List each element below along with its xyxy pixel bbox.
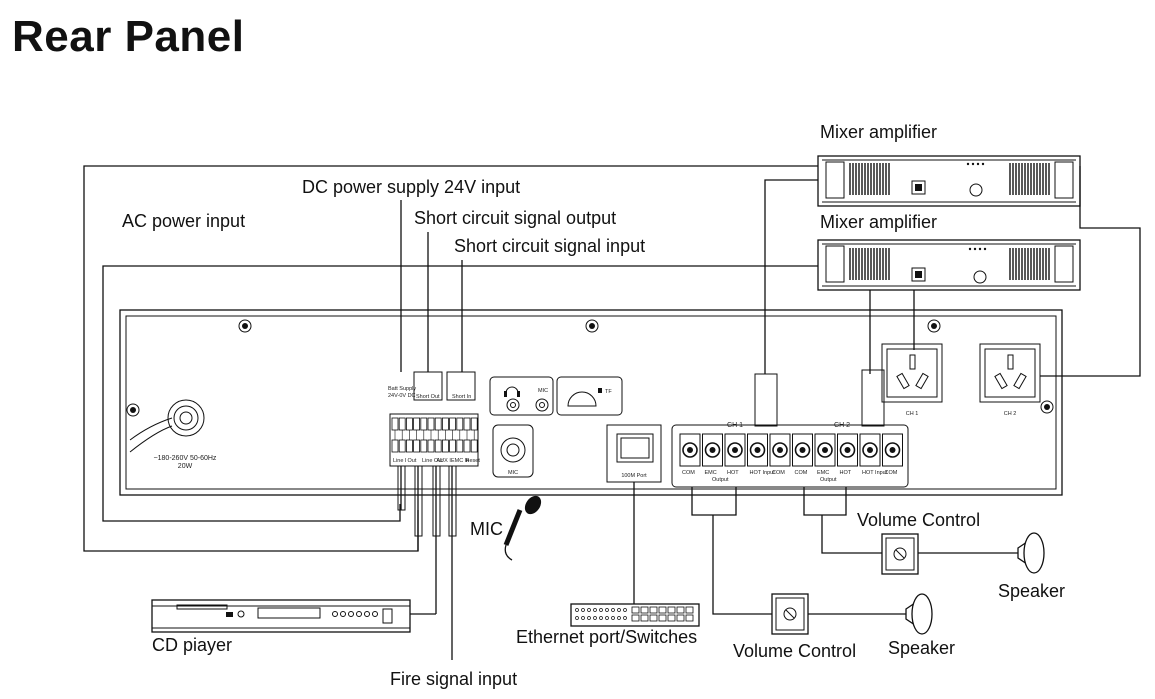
speaker-icon-1 <box>1017 532 1045 574</box>
jack-panel: MIC <box>489 376 554 416</box>
connection-lines <box>83 165 1141 660</box>
mixer-amplifier-1 <box>817 155 1081 207</box>
output-terminal-label: HOT Input <box>750 470 776 476</box>
power-outlet-ch2: CH 2 <box>979 343 1041 417</box>
ch1-label: CH 1 <box>727 422 743 429</box>
dc-power-label: DC power supply 24V input <box>302 177 520 197</box>
output-terminal-label: EMC <box>705 470 717 476</box>
output-group-label: Output <box>820 477 837 483</box>
batt-voltage-label: 24V-0V DC <box>388 393 416 399</box>
output-terminal-label: COM <box>885 470 898 476</box>
ac-power-label: AC power input <box>122 211 245 231</box>
volume-control-2 <box>771 593 809 635</box>
short-in-label-callout: Short circuit signal input <box>454 236 645 256</box>
ac-rating-text: ~180-260V 50-60Hz <box>154 455 217 462</box>
mixer-2-label: Mixer amplifier <box>820 212 937 232</box>
output-terminal-label: COM <box>772 470 785 476</box>
ac-watts-text: 20W <box>178 463 193 470</box>
output-terminal-label: HOT <box>727 470 739 476</box>
short-in-label: Short In <box>452 394 471 400</box>
speaker-icon-2 <box>905 593 933 635</box>
volume-control-1 <box>881 533 919 575</box>
mic-socket-label: MIC <box>508 470 518 476</box>
mic-jack-label: MIC <box>538 388 548 394</box>
output-terminal-label: HOT Input <box>862 470 888 476</box>
cd-player-label: CD piayer <box>152 635 232 655</box>
short-out-label-callout: Short circuit signal output <box>414 208 616 228</box>
outlet-ch1-label: CH 1 <box>906 411 919 417</box>
output-terminal-label: EMC <box>817 470 829 476</box>
terminal-label: Line Out <box>422 458 443 464</box>
speaker-2-label: Speaker <box>888 638 955 658</box>
mixer-1-label: Mixer amplifier <box>820 122 937 142</box>
terminal-label: AUX I <box>437 458 452 464</box>
speaker-1-label: Speaker <box>998 581 1065 601</box>
volume-1-label: Volume Control <box>857 510 980 530</box>
tf-label: TF <box>605 389 612 395</box>
lan-port-label: 100M Port <box>621 473 647 479</box>
cd-player-device <box>151 599 411 633</box>
page-title: Rear Panel <box>12 12 245 61</box>
output-terminal-label: HOT <box>840 470 852 476</box>
terminal-label: Line I <box>393 458 407 464</box>
microphone-icon <box>503 495 542 561</box>
fire-signal-label: Fire signal input <box>390 669 517 689</box>
terminal-label: Reset <box>466 458 481 464</box>
mic-input-socket: MIC <box>492 424 534 478</box>
ch2-label: CH 2 <box>834 422 850 429</box>
terminal-label: EMC In <box>451 458 469 464</box>
ac-power-socket: ~180-260V 50-60Hz 20W <box>129 399 217 470</box>
mic-label: MIC <box>470 519 503 539</box>
short-out-label: Short Out <box>416 394 440 400</box>
output-terminal-label: COM <box>795 470 808 476</box>
volume-2-label: Volume Control <box>733 641 856 661</box>
output-group-label: Output <box>712 477 729 483</box>
output-terminal-label: COM <box>682 470 695 476</box>
batt-label: Batt Supply <box>388 386 416 392</box>
mixer-amplifier-2 <box>817 239 1081 291</box>
terminal-label: Out <box>408 458 417 464</box>
ethernet-label: Ethernet port/Switches <box>516 627 697 647</box>
lan-port: 100M Port <box>606 424 662 483</box>
power-outlet-ch1: CH 1 <box>881 343 943 417</box>
terminal-block: Batt Supply 24V-0V DC Short Out Short In… <box>388 371 481 467</box>
ethernet-switch <box>570 603 700 627</box>
outlet-ch2-label: CH 2 <box>1004 411 1017 417</box>
tf-card-slot: TF <box>556 376 623 416</box>
